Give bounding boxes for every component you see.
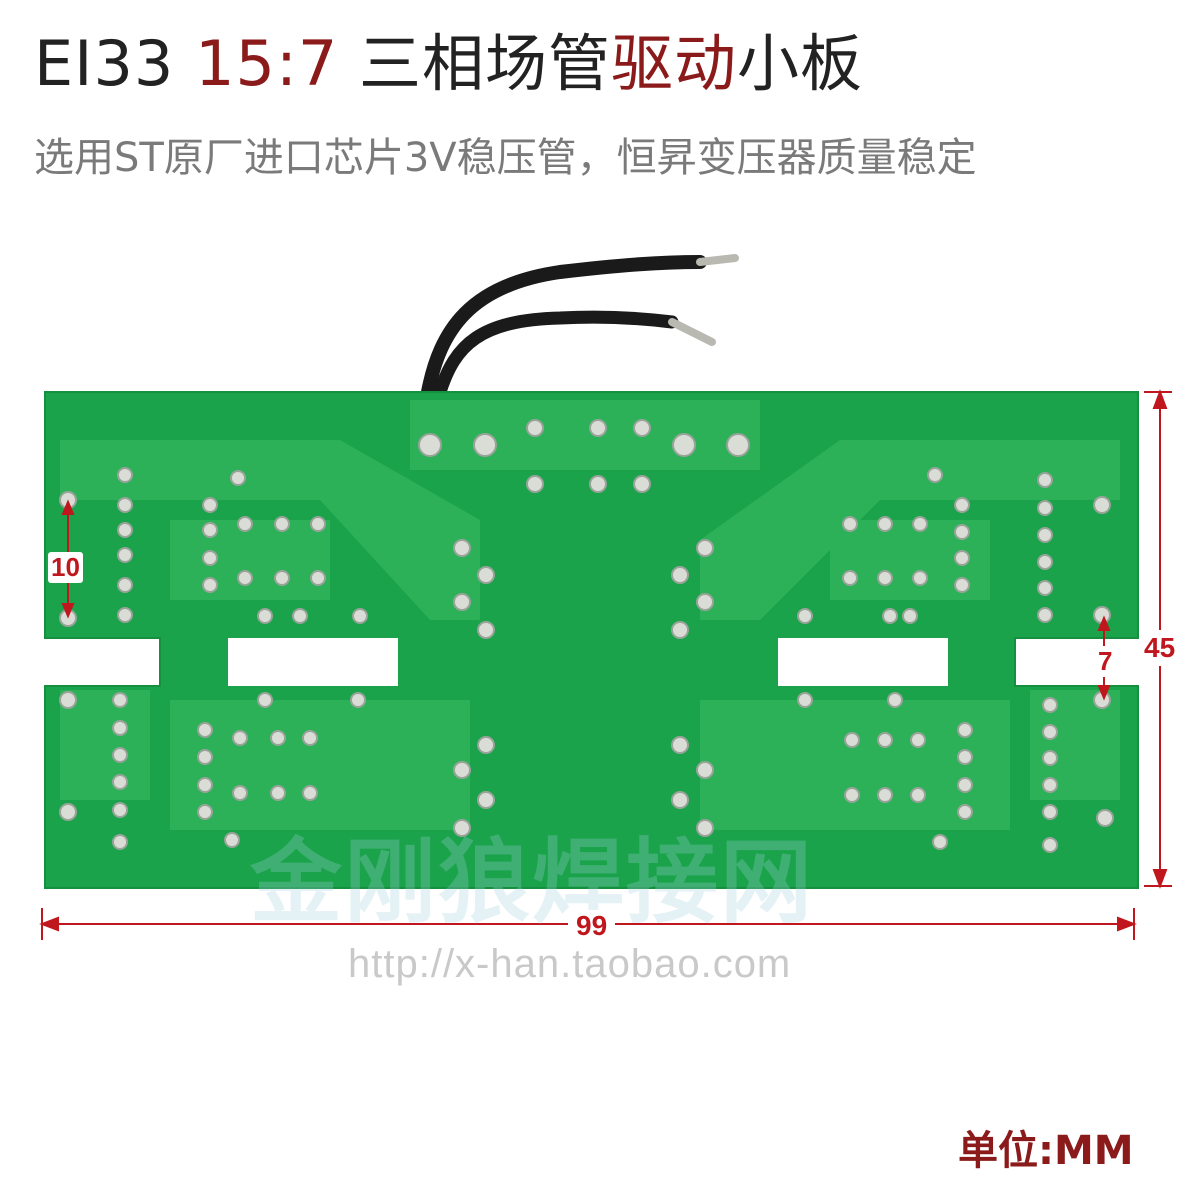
product-title: EI33 15:7 三相场管驱动小板 — [34, 28, 863, 100]
unit-label: 单位:MM — [958, 1128, 1134, 1174]
dimension-height-label: 45 — [1142, 630, 1178, 666]
shop-url: http://x-han.taobao.com — [348, 942, 792, 986]
title-ratio: 15:7 — [195, 27, 339, 100]
title-model: EI33 — [34, 27, 196, 100]
title-end: 小板 — [737, 27, 864, 100]
slot-right — [778, 638, 948, 686]
dimension-gap-label: 7 — [1094, 646, 1117, 677]
copper-traces — [60, 400, 1120, 830]
dimension-width-label: 99 — [568, 910, 616, 942]
title-highlight: 驱动 — [611, 27, 738, 100]
slot-left — [228, 638, 398, 686]
wire-pair — [421, 254, 739, 399]
solder-pads — [59, 419, 1114, 853]
watermark-text: 金刚狼焊接网 — [250, 829, 815, 936]
title-mid: 三相场管 — [338, 27, 612, 100]
dimension-lines — [39, 389, 1172, 940]
dimension-pitch-label: 10 — [48, 552, 83, 583]
product-subtitle: 选用ST原厂进口芯片3V稳压管，恒昇变压器质量稳定 — [34, 135, 977, 181]
